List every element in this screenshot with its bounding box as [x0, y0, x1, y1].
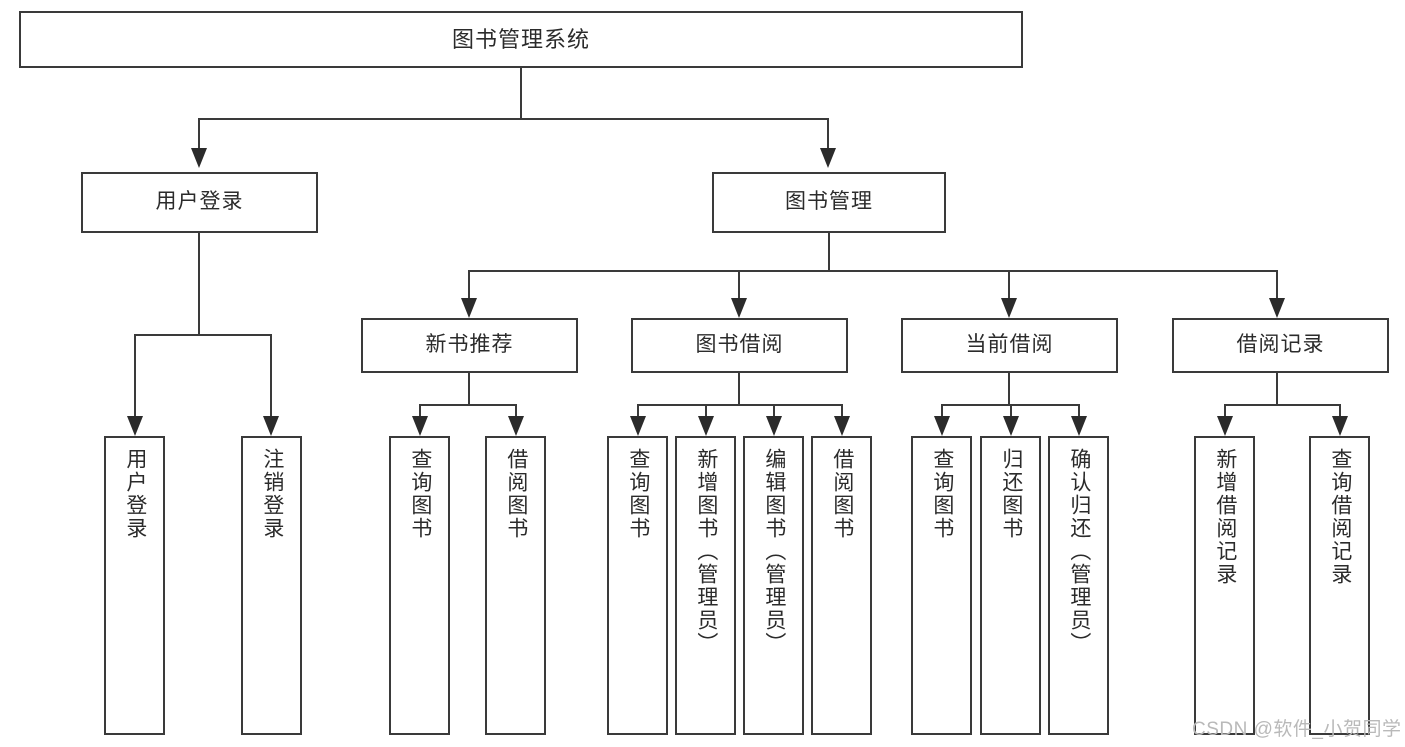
node-user-login[interactable]: 用户登录	[81, 172, 318, 233]
node-label: 图书借阅	[695, 333, 784, 357]
arrowhead-to-current-borrow	[1001, 298, 1017, 318]
leaf-label: 查询图书	[930, 448, 954, 540]
node-book-management[interactable]: 图书管理	[712, 172, 946, 233]
leaf-label: 新增借阅记录	[1213, 448, 1237, 586]
connector-cb-stem	[1008, 373, 1010, 405]
connector-bb-leg-3	[773, 404, 775, 416]
leaf-cb-query-book[interactable]: 查询图书	[911, 436, 972, 735]
arrowhead-user-login-leaf-1	[127, 416, 143, 436]
leaf-label: 查询图书	[408, 448, 432, 540]
connector-nbr-leg-1	[419, 404, 421, 416]
connector-cb-leg-3	[1078, 404, 1080, 416]
connector-root-bar	[198, 118, 829, 120]
leaf-label: 新增图书（管理员）	[694, 448, 718, 655]
connector-br-stem	[1276, 373, 1278, 405]
connector-cb-leg-1	[941, 404, 943, 416]
node-new-book-recommend[interactable]: 新书推荐	[361, 318, 578, 373]
connector-user-login-stem	[198, 233, 200, 335]
connector-user-login-bar	[134, 334, 271, 336]
leaf-cb-return-book[interactable]: 归还图书	[980, 436, 1041, 735]
leaf-user-login-login[interactable]: 用户登录	[104, 436, 165, 735]
arrowhead-to-user-login	[191, 148, 207, 168]
leaf-label: 确认归还（管理员）	[1067, 448, 1091, 655]
arrowhead-bb-leaf-2	[698, 416, 714, 436]
connector-nbr-stem	[468, 373, 470, 405]
node-label: 用户登录	[155, 190, 244, 214]
connector-nbr-leg-2	[515, 404, 517, 416]
arrowhead-br-leaf-1	[1217, 416, 1233, 436]
arrowhead-nbr-leaf-1	[412, 416, 428, 436]
leaf-nbr-borrow-book[interactable]: 借阅图书	[485, 436, 546, 735]
connector-cb-leg-2	[1010, 404, 1012, 416]
arrowhead-to-book-management	[820, 148, 836, 168]
connector-root-leg-left	[198, 118, 200, 148]
arrowhead-to-new-book-recommend	[461, 298, 477, 318]
leaf-label: 查询图书	[626, 448, 650, 540]
connector-bb-stem	[738, 373, 740, 405]
leaf-label: 借阅图书	[830, 448, 854, 540]
connector-bm-leg-3	[1008, 270, 1010, 298]
node-label: 图书管理系统	[451, 26, 590, 52]
node-current-borrow[interactable]: 当前借阅	[901, 318, 1118, 373]
connector-bb-leg-2	[705, 404, 707, 416]
leaf-bb-add-book-admin[interactable]: 新增图书（管理员）	[675, 436, 736, 735]
connector-user-login-leg-2	[270, 334, 272, 416]
leaf-label: 编辑图书（管理员）	[762, 448, 786, 655]
arrowhead-bb-leaf-1	[630, 416, 646, 436]
connector-br-leg-2	[1339, 404, 1341, 416]
leaf-label: 用户登录	[123, 448, 147, 540]
leaf-label: 查询借阅记录	[1328, 448, 1352, 586]
arrowhead-cb-leaf-2	[1003, 416, 1019, 436]
connector-nbr-bar	[419, 404, 517, 406]
connector-book-management-bar	[468, 270, 1277, 272]
leaf-label: 注销登录	[260, 448, 284, 540]
leaf-label: 借阅图书	[504, 448, 528, 540]
arrowhead-user-login-leaf-2	[263, 416, 279, 436]
arrowhead-br-leaf-2	[1332, 416, 1348, 436]
node-label: 借阅记录	[1236, 333, 1325, 357]
node-book-borrow[interactable]: 图书借阅	[631, 318, 848, 373]
leaf-bb-query-book[interactable]: 查询图书	[607, 436, 668, 735]
connector-root-stem	[520, 68, 522, 119]
leaf-bb-edit-book-admin[interactable]: 编辑图书（管理员）	[743, 436, 804, 735]
leaf-bb-borrow-book[interactable]: 借阅图书	[811, 436, 872, 735]
arrowhead-to-book-borrow	[731, 298, 747, 318]
connector-bm-leg-1	[468, 270, 470, 298]
leaf-nbr-query-book[interactable]: 查询图书	[389, 436, 450, 735]
leaf-label: 归还图书	[999, 448, 1023, 540]
connector-bm-leg-2	[738, 270, 740, 298]
leaf-br-query-record[interactable]: 查询借阅记录	[1309, 436, 1370, 735]
arrowhead-cb-leaf-1	[934, 416, 950, 436]
connector-bb-bar	[637, 404, 842, 406]
leaf-cb-confirm-return-admin[interactable]: 确认归还（管理员）	[1048, 436, 1109, 735]
connector-bb-leg-4	[841, 404, 843, 416]
arrowhead-cb-leaf-3	[1071, 416, 1087, 436]
arrowhead-bb-leaf-4	[834, 416, 850, 436]
connector-br-leg-1	[1224, 404, 1226, 416]
connector-book-management-stem	[828, 233, 830, 271]
leaf-br-add-record[interactable]: 新增借阅记录	[1194, 436, 1255, 735]
connector-user-login-leg-1	[134, 334, 136, 416]
arrowhead-bb-leaf-3	[766, 416, 782, 436]
node-borrow-record[interactable]: 借阅记录	[1172, 318, 1389, 373]
node-label: 当前借阅	[965, 333, 1054, 357]
connector-bm-leg-4	[1276, 270, 1278, 298]
connector-root-leg-right	[827, 118, 829, 148]
connector-bb-leg-1	[637, 404, 639, 416]
connector-br-bar	[1224, 404, 1341, 406]
node-label: 新书推荐	[425, 333, 514, 357]
node-label: 图书管理	[785, 190, 873, 214]
arrowhead-to-borrow-record	[1269, 298, 1285, 318]
leaf-user-login-logout[interactable]: 注销登录	[241, 436, 302, 735]
node-book-management-system[interactable]: 图书管理系统	[19, 11, 1023, 68]
arrowhead-nbr-leaf-2	[508, 416, 524, 436]
